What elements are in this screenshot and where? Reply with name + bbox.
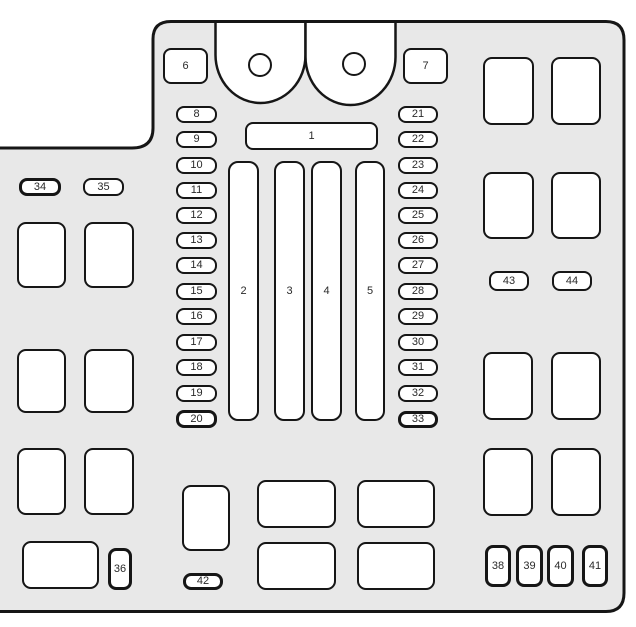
- fuse-14: 14: [176, 257, 217, 274]
- fuse-15: 15: [176, 283, 217, 300]
- fuse-36: 36: [108, 548, 132, 590]
- fuse-12: 12: [176, 207, 217, 224]
- fuse-8: 8: [176, 106, 217, 123]
- fuse-28: 28: [398, 283, 438, 300]
- fuse-31: 31: [398, 359, 438, 376]
- fuse-26: 26: [398, 232, 438, 249]
- relay-slot: [17, 448, 66, 515]
- relay-slot: [182, 485, 230, 551]
- relay-slot: [22, 541, 99, 589]
- fuse-40: 40: [547, 545, 574, 587]
- fuse-17: 17: [176, 334, 217, 351]
- fuse-44: 44: [552, 271, 592, 291]
- relay-slot: [551, 448, 601, 516]
- fuse-29: 29: [398, 308, 438, 325]
- fuse-18: 18: [176, 359, 217, 376]
- relay-slot: [483, 57, 534, 125]
- relay-slot: [84, 349, 134, 413]
- fuse-34: 34: [19, 178, 61, 196]
- fuse-bar-4: 4: [311, 161, 342, 421]
- fuse-43: 43: [489, 271, 529, 291]
- fuse-16: 16: [176, 308, 217, 325]
- fuse-23: 23: [398, 157, 438, 174]
- relay-slot: [483, 172, 534, 239]
- fuse-25: 25: [398, 207, 438, 224]
- fuse-11: 11: [176, 182, 217, 199]
- fuse-21: 21: [398, 106, 438, 123]
- relay-slot: [17, 222, 66, 288]
- relay-slot: [551, 352, 601, 420]
- fuse-27: 27: [398, 257, 438, 274]
- relay-slot: [357, 542, 435, 590]
- fuse-32: 32: [398, 385, 438, 402]
- fuse-7: 7: [403, 48, 448, 84]
- fuse-22: 22: [398, 131, 438, 148]
- fuse-13: 13: [176, 232, 217, 249]
- relay-slot: [551, 172, 601, 239]
- relay-slot: [357, 480, 435, 528]
- fuse-38: 38: [485, 545, 511, 587]
- relay-slot: [84, 222, 134, 288]
- fuse-41: 41: [582, 545, 608, 587]
- relay-slot: [17, 349, 66, 413]
- mounting-hole-icon: [342, 52, 366, 76]
- fuse-30: 30: [398, 334, 438, 351]
- fuse-bar-5: 5: [355, 161, 385, 421]
- relay-slot: [84, 448, 134, 515]
- relay-slot: [257, 480, 336, 528]
- fuse-35: 35: [83, 178, 124, 196]
- fuse-9: 9: [176, 131, 217, 148]
- relay-block-1: 1: [245, 122, 378, 150]
- fuse-39: 39: [516, 545, 543, 587]
- mounting-hole-icon: [248, 53, 272, 77]
- fuse-bar-3: 3: [274, 161, 305, 421]
- relay-slot: [483, 448, 533, 516]
- fuse-42: 42: [183, 573, 223, 590]
- panel-border: [0, 20, 626, 613]
- fuse-bar-2: 2: [228, 161, 259, 421]
- fuse-24: 24: [398, 182, 438, 199]
- fuse-19: 19: [176, 385, 217, 402]
- fuse-20: 20: [176, 410, 217, 428]
- relay-slot: [257, 542, 336, 590]
- relay-slot: [483, 352, 533, 420]
- relay-slot: [551, 57, 601, 125]
- fuse-6: 6: [163, 48, 208, 84]
- fuse-10: 10: [176, 157, 217, 174]
- fuse-33: 33: [398, 411, 438, 428]
